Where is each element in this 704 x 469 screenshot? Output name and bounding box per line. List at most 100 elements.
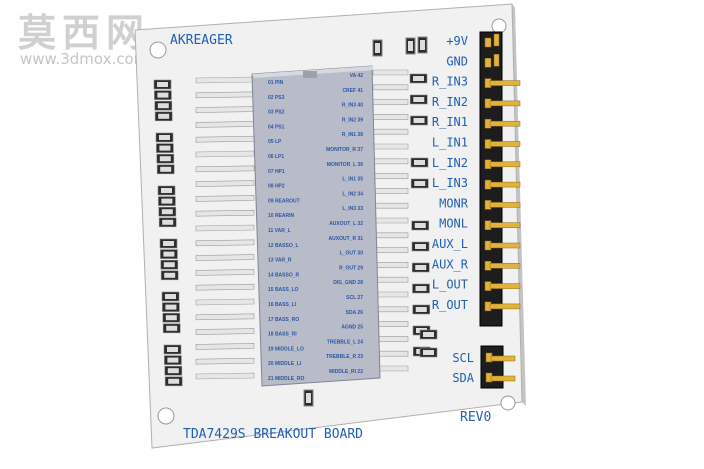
- ic-pin-label: 09 REAROUT: [268, 198, 300, 204]
- smd-component: [160, 270, 179, 281]
- smd-component: [419, 347, 438, 358]
- connector-label: MONL: [439, 217, 468, 231]
- ic-pin-label: 10 REARIN: [268, 213, 295, 219]
- smd-component: [158, 217, 177, 228]
- connector-label: +9V: [446, 34, 468, 48]
- smd-component: [162, 312, 181, 323]
- ic-lead: [195, 298, 255, 306]
- ic-lead: [195, 328, 255, 335]
- ic-pin-label: MONITOR_L 36: [327, 162, 363, 168]
- connector-label: AUX_L: [432, 237, 468, 251]
- smd-component: [156, 164, 175, 175]
- ic-leads: [195, 69, 409, 380]
- ic-lead: [195, 165, 255, 173]
- smd-component: [162, 323, 181, 334]
- ic-pin-label: 21 MIDDLE_RO: [268, 376, 305, 382]
- ic-pin-label: 13 VAR_R: [268, 258, 292, 264]
- connector-label: L_IN2: [432, 156, 468, 170]
- smd-component: [409, 73, 428, 84]
- ic-pin-label: L_IN3 33: [342, 206, 363, 212]
- smd-component: [158, 196, 176, 206]
- smd-component: [412, 304, 431, 315]
- ic-lead: [195, 372, 255, 380]
- ic-pin-label: 14 BASSO_R: [268, 272, 300, 278]
- smd-component: [159, 238, 178, 249]
- brand-label: AKREAGER: [170, 33, 233, 48]
- ic-lead: [372, 99, 409, 105]
- ic-pin-label: AUXOUT_R 31: [329, 236, 364, 242]
- ic-lead: [372, 128, 409, 135]
- ic-pin-label: CREF 41: [342, 88, 363, 94]
- ic-pin-label: L_IN2 34: [342, 191, 363, 197]
- ic-pin-label: MONITOR_R 37: [326, 147, 363, 153]
- connector-label: R_IN3: [432, 75, 468, 89]
- ic-pin-label: 19 MIDDLE_LO: [268, 346, 304, 352]
- smd-component: [154, 100, 173, 111]
- ic-lead: [372, 158, 409, 165]
- ic-lead: [195, 209, 255, 217]
- ic-pin-label: 11 VAR_L: [268, 228, 291, 234]
- ic-pin-label: TREBBLE_L 24: [327, 339, 364, 345]
- ic-lead: [195, 239, 255, 247]
- header-pin: [484, 261, 521, 271]
- ic-pin-label: 08 HP2: [268, 184, 285, 190]
- ic-pin-label: R_IN2 39: [342, 117, 363, 123]
- ic-pin-label: R_OUT 29: [339, 265, 363, 271]
- ic-lead: [372, 188, 409, 194]
- connector-label: MONR: [439, 196, 469, 210]
- header-pin: [484, 54, 500, 68]
- smd-component: [160, 259, 179, 270]
- smd-component: [157, 185, 176, 196]
- ic-lead: [372, 69, 409, 76]
- ic-pin-label: 05 LP: [268, 139, 282, 145]
- smd-component: [164, 355, 182, 365]
- watermark: 莫西网 www.3dmox.com: [18, 2, 188, 72]
- ic-pin-label: R_IN3 40: [342, 103, 363, 109]
- header-pin: [484, 118, 521, 129]
- connector-label: R_IN1: [432, 115, 468, 129]
- ic-body: [251, 65, 381, 387]
- smd-component: [154, 111, 173, 122]
- ic-lead: [195, 283, 255, 291]
- main-pin-header: [479, 31, 521, 327]
- smd-component: [412, 283, 430, 294]
- mounting-hole: [500, 395, 516, 411]
- watermark-url: www.3dmox.com: [20, 50, 149, 68]
- ic-lead: [372, 217, 409, 224]
- right-smd-components: [409, 73, 438, 358]
- smd-component: [160, 249, 178, 259]
- ic-lead: [195, 195, 255, 202]
- ic-lead: [372, 247, 409, 253]
- smd-component: [409, 94, 428, 105]
- ic-lead: [195, 343, 255, 350]
- smd-component: [164, 365, 183, 376]
- smd-component: [410, 115, 428, 126]
- board-title: TDA7429S BREAKOUT BOARD: [183, 427, 363, 442]
- ic-lead: [372, 232, 409, 239]
- connector-label: R_IN2: [432, 95, 468, 109]
- revision-label: REV0: [460, 410, 491, 425]
- ic-pin-label: 17 BASS_RO: [268, 317, 299, 323]
- smd-component: [156, 153, 175, 164]
- connector-label: L_IN1: [432, 136, 468, 150]
- top-smd-components: [303, 36, 428, 407]
- ic-pin-label: L_IN1 35: [342, 177, 363, 183]
- ic-pin-label: 07 HP1: [268, 169, 285, 175]
- header-pin: [484, 301, 521, 312]
- ic-pin-label: 15 BASS_LO: [268, 287, 299, 293]
- header-pin: [484, 139, 521, 149]
- smd-component: [155, 132, 174, 143]
- ic-lead: [195, 106, 255, 113]
- ic-lead: [372, 276, 409, 283]
- ic-lead: [372, 84, 409, 91]
- watermark-chinese: 莫西网: [18, 10, 151, 55]
- ic-pin-label: 03 PS2: [268, 110, 285, 116]
- connector-label: GND: [446, 54, 468, 68]
- ic-pin-label: DIG_GND 28: [333, 280, 363, 286]
- ic-pin-label: TREBBLE_R 23: [326, 354, 363, 360]
- ic-pin-label: L_OUT 30: [340, 251, 364, 257]
- header-pin: [484, 281, 521, 291]
